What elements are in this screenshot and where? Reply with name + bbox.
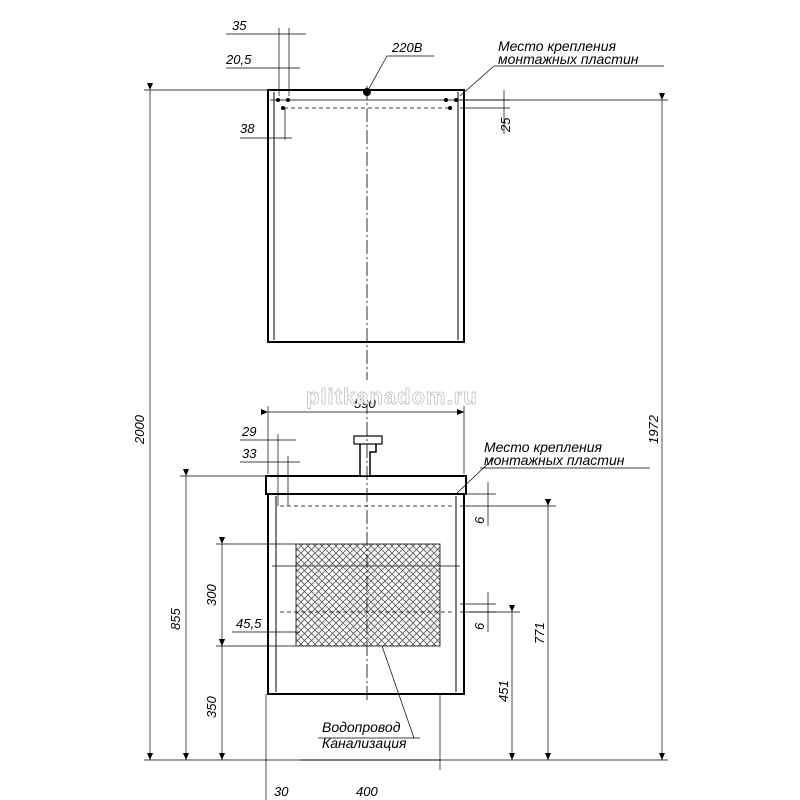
dim-29: 29 xyxy=(241,424,256,439)
mount-point-right-inner xyxy=(444,98,448,102)
pipes-note-line1: Водопровод xyxy=(322,719,401,735)
dim-bottom-left: 30 xyxy=(274,784,289,799)
utility-zone-hatch xyxy=(295,543,441,647)
bottom-dimensions: 590 29 33 Место крепления монтажных плас… xyxy=(168,396,650,799)
dim-6-bottom: 6 xyxy=(472,622,487,630)
mount-point-left-low xyxy=(281,106,285,110)
vanity-body xyxy=(267,493,465,695)
dim-451: 451 xyxy=(496,680,511,702)
mount-point-left-top xyxy=(276,98,280,102)
dim-350: 350 xyxy=(204,696,219,718)
mount-note-top-line1: Место крепления xyxy=(498,38,617,54)
mount-point-right-low xyxy=(448,106,452,110)
pipes-note-line2: Канализация xyxy=(322,735,407,751)
mirror-cabinet-outline xyxy=(267,89,465,343)
mount-note-bottom-line2: монтажных пластин xyxy=(484,452,625,468)
mirror-cabinet xyxy=(267,86,465,380)
mount-note-leader-top xyxy=(459,65,495,97)
overall-dimensions: 2000 1972 xyxy=(132,83,668,761)
pipes-leader xyxy=(381,645,415,739)
dim-45-5: 45,5 xyxy=(236,616,262,631)
mount-note-leader-bottom xyxy=(455,457,495,495)
mount-point-right-top xyxy=(454,98,458,102)
dim-35: 35 xyxy=(232,18,247,33)
dim-bottom-mid: 400 xyxy=(356,784,378,799)
vanity-unit xyxy=(265,400,467,800)
dim-33: 33 xyxy=(242,446,257,461)
mount-point-left-inner xyxy=(286,98,290,102)
mount-note-top-line2: монтажных пластин xyxy=(498,51,639,67)
power-label: 220В xyxy=(391,40,423,55)
dim-25: 25 xyxy=(498,117,513,133)
dim-6-top: 6 xyxy=(472,516,487,524)
basin-top xyxy=(265,475,467,495)
watermark: plitkanadom.ru xyxy=(306,384,478,409)
dim-300: 300 xyxy=(204,584,219,606)
top-dimensions: 35 20,5 38 25 220В Место крепления монта… xyxy=(225,18,664,140)
dim-771: 771 xyxy=(532,622,547,644)
dim-1972: 1972 xyxy=(646,414,661,444)
dim-2000: 2000 xyxy=(132,414,147,445)
dim-20-5: 20,5 xyxy=(225,52,252,67)
dim-855: 855 xyxy=(168,608,183,630)
power-leader xyxy=(366,55,388,93)
dim-590: 590 xyxy=(354,396,376,411)
mount-note-bottom-line1: Место крепления xyxy=(484,439,603,455)
dim-38: 38 xyxy=(240,121,255,136)
faucet-lever xyxy=(353,435,383,445)
